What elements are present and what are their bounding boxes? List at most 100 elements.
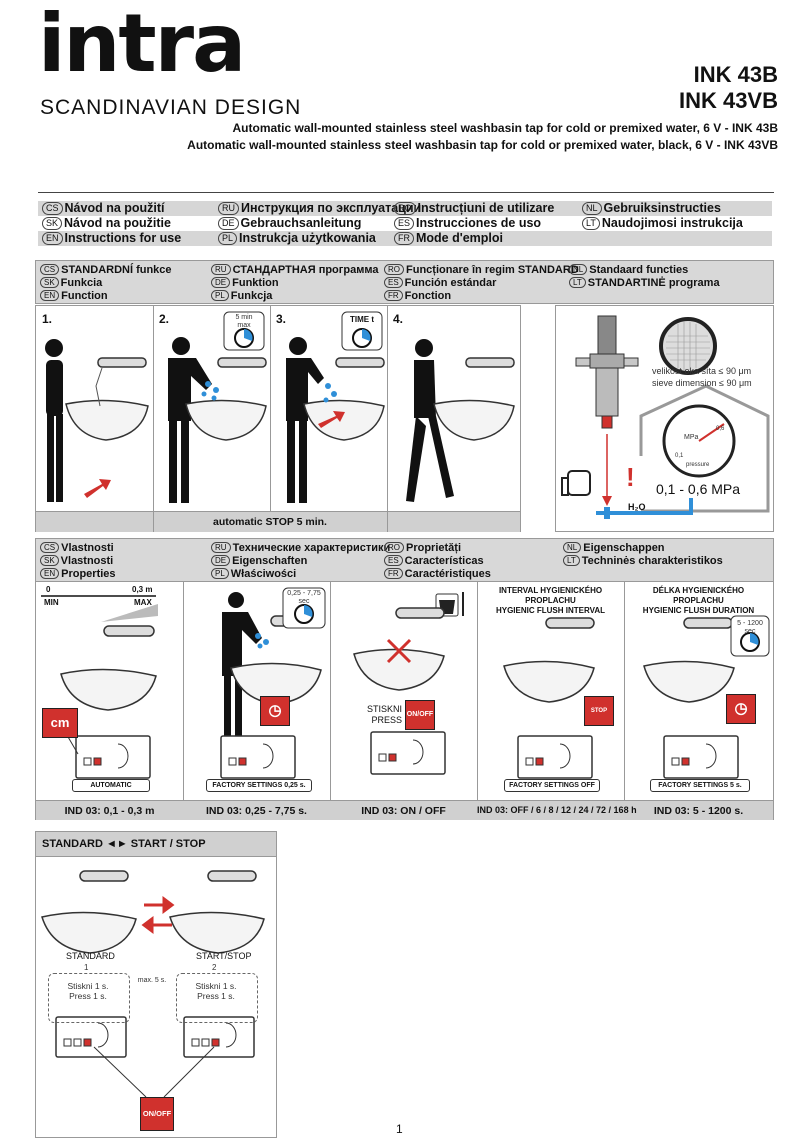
control-unit-icon [220,735,296,779]
brand-tagline: SCANDINAVIAN DESIGN [40,96,302,119]
stiskni-label: STISKNI [366,704,402,714]
press-label: PRESS [371,715,402,725]
step2-number: 2 [212,963,217,972]
step1-number: 1 [84,963,89,972]
control-unit-icon [55,1016,127,1058]
max-duration: max. 5 s. [137,977,167,984]
stop-caption-bar: automatic STOP 5 min. [36,511,520,532]
page-number: 1 [396,1122,403,1136]
step2-press: Stiskni 1 s.Press 1 s. [195,981,237,1001]
label-startstop: START/STOP [196,951,252,961]
timer-display-icon: ◷ [726,694,756,724]
stop-caption: automatic STOP 5 min. [213,516,327,528]
pressure-range: 0,1 - 0,6 MPa [656,481,741,497]
control-unit-icon [370,731,446,775]
model-ink43b: INK 43B [693,62,778,87]
ind-time: IND 03: 0,25 - 7,75 s. [206,805,307,817]
water-label: H₂O [628,502,646,512]
sieve-size-en: sieve dimension ≤ 90 μm [652,378,752,388]
basin-icon [65,357,149,441]
step-1: 1. [42,312,53,326]
step1-box [48,973,130,1023]
subtitle-2: Automatic wall-mounted stainless steel w… [187,138,778,152]
no-water-icon [386,638,412,664]
sieve-size-cs: velikost oka síta ≤ 90 μm [652,366,752,376]
timer-icon [223,311,265,351]
pill-automatic: AUTOMATIC [72,779,150,792]
ind-bar: IND 03: 0,1 - 0,3 m IND 03: 0,25 - 7,75 … [36,800,773,820]
ind-range: IND 03: 0,1 - 0,3 m [64,805,155,817]
person-washing-icon [222,592,262,744]
pill-factory-off: FACTORY SETTINGS OFF [504,779,600,792]
gauge-tick-low: 0,1 [675,453,684,459]
water-pipe-icon [596,498,693,515]
on-off-button[interactable]: ON/OFF [405,700,435,730]
time-icon [341,311,383,351]
swap-arrows-icon [141,896,175,934]
step2-box [176,973,258,1023]
header-divider [38,192,774,193]
thumbs-up-icon [561,470,591,496]
gauge-label: pressure [686,462,710,468]
timer-display-icon: ◷ [260,696,290,726]
standard-panel: STANDARD START/STOP 1 2 Stiskni 1 s.Pres… [35,856,277,1138]
step1-press: Stiskni 1 s.Press 1 s. [67,981,109,1001]
filter-panel: ! velikost oka síta ≤ 90 μm sieve dimens… [555,305,774,532]
red-arrow-icon [84,479,111,498]
range-max-value: 0,3 m [132,585,153,594]
on-off-button[interactable]: ON/OFF [140,1097,174,1131]
function-illustrations [45,311,515,503]
step-2: 2. [159,312,170,326]
ind-duration: IND 03: 5 - 1200 s. [653,805,744,817]
sensor-range-beam-icon [101,604,158,622]
filter-valve-icon [575,315,639,429]
standard-header: STANDARD ◄► START / STOP [35,831,277,857]
control-unit-icon [63,729,151,779]
control-unit-icon [663,735,739,779]
ind-interval: IND 03: OFF / 6 / 8 / 12 / 24 / 72 / 168… [477,805,637,815]
timer-icon [282,587,326,629]
person-walking-icon [406,339,454,502]
gauge-tick-high: 0,6 [716,426,725,432]
standard-title: STANDARD ◄► START / STOP [42,838,206,850]
subtitle-1: Automatic wall-mounted stainless steel w… [232,121,778,135]
range-min-value: 0 [46,585,51,594]
model-ink43vb: INK 43VB [678,88,778,113]
range-min-label: MIN [44,598,59,607]
cm-display: cm [42,708,78,738]
function-steps-panel: 1. 2. 3. 4. [35,305,521,532]
properties-illustrations [41,587,770,779]
gauge-unit: MPa [684,434,699,441]
range-max-label: MAX [134,598,152,607]
brand-logo: intra [38,0,246,90]
sieve-mesh-icon [659,317,717,375]
control-unit-icon [517,735,593,779]
step-4: 4. [393,312,404,326]
water-drops-icon [201,381,219,401]
warning-exclamation-icon: ! [626,462,635,492]
control-unit-icon [183,1016,255,1058]
stop-display: STOP [584,696,614,726]
person-standing-icon [45,339,63,502]
ind-onoff: IND 03: ON / OFF [361,805,446,817]
